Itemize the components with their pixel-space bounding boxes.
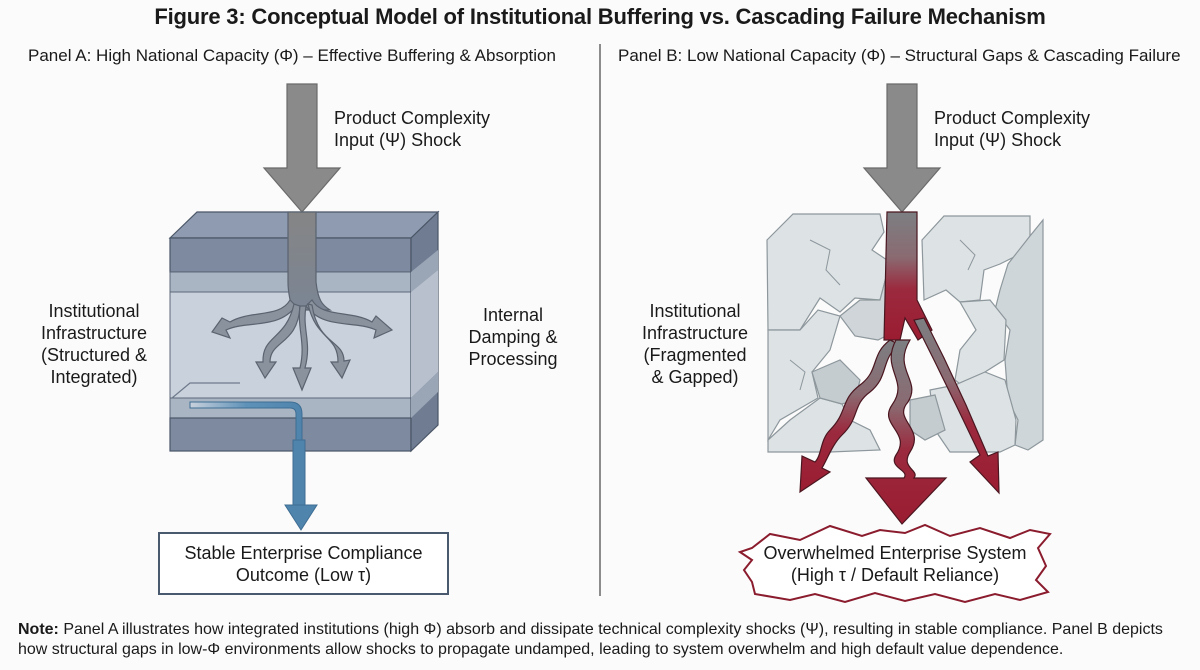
panel-a-title: Panel A: High National Capacity (Φ) – Ef… [28,46,556,65]
fragment [767,397,881,453]
shock-label-line: Input (Ψ) Shock [934,130,1062,150]
fragment [909,394,946,441]
crack-line [809,239,841,286]
failure-arrow-right [913,317,1000,495]
panel-b-infrastructure-label: Institutional Infrastructure (Fragmented… [630,300,760,388]
cascading-failure-arrows [799,211,1000,525]
fragmented-block [766,213,1044,453]
label-line: Internal [482,305,544,325]
figure-title: Figure 3: Conceptual Model of Institutio… [154,4,1046,29]
label-line: Processing [468,349,558,369]
outcome-line: (High τ / Default Reliance) [790,564,1000,585]
failure-arrow-center [864,339,948,525]
crack-line [959,239,976,271]
dissipation-arrows [211,211,394,392]
shock-arrow-a [262,83,342,213]
panel-a-damping-label: Internal Damping & Processing [458,304,568,370]
block-side-core [411,270,438,398]
shock-label-line: Input (Ψ) Shock [334,130,462,150]
outcome-line: Outcome (Low τ) [235,564,372,585]
panel-b-shock-label: Product Complexity Input (Ψ) Shock [934,107,1090,151]
panel-a-shock-label: Product Complexity Input (Ψ) Shock [334,107,490,151]
panel-b-title: Panel B: Low National Capacity (Φ) – Str… [618,46,1181,65]
note-label: Note: [18,621,59,638]
block-bottom-layer [169,417,412,452]
outcome-line: Stable Enterprise Compliance [184,542,423,563]
note-text: Panel A illustrates how integrated insti… [18,621,1163,658]
label-line: Damping & [468,327,558,347]
outcome-line: Overwhelmed Enterprise System [763,542,1027,563]
label-line: Institutional [649,301,741,321]
arrow-center-down [292,305,312,392]
arrow-right-down [307,303,352,380]
crack-line [789,359,806,391]
label-line: Infrastructure [40,323,148,343]
stable-outcome-arrow [189,401,318,531]
shock-label-line: Product Complexity [934,108,1091,128]
label-line: (Fragmented [643,345,747,365]
label-line: (Structured & [40,345,148,365]
panel-divider [599,44,601,596]
panel-a-infrastructure-label: Institutional Infrastructure (Structured… [24,300,164,388]
shock-arrow-b [862,83,942,213]
shock-label-line: Product Complexity [334,108,491,128]
label-line: Integrated) [50,367,138,387]
label-line: Infrastructure [641,323,749,343]
label-line: Institutional [48,301,140,321]
overwhelmed-outcome-box: Overwhelmed Enterprise System (High τ / … [748,532,1042,595]
block-side-band-low [411,372,438,418]
fragment [921,215,1031,303]
figure-note: Note: Panel A illustrates how integrated… [18,620,1188,660]
arrow-right-far [305,299,394,340]
failure-arrow-left [799,339,902,494]
block-ledge-line [171,382,240,399]
overwhelmed-burst-outline [737,523,1052,604]
label-line: & Gapped) [651,367,739,387]
arrow-left-down [254,303,301,380]
arrow-left-far [211,299,297,340]
block-side-band [411,250,438,292]
stable-outcome-box: Stable Enterprise Compliance Outcome (Lo… [158,532,449,595]
